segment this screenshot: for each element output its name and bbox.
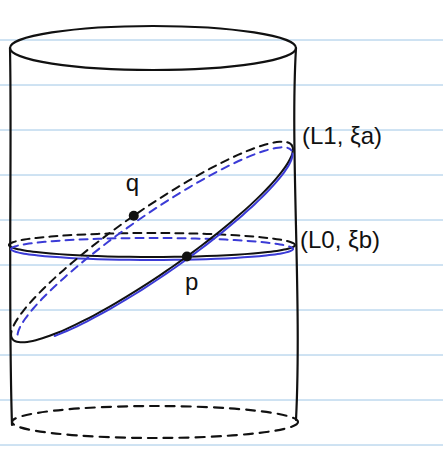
l1-front-blue: [55, 153, 293, 336]
ruled-lines: [0, 40, 443, 445]
l0-front-blue: [11, 249, 293, 260]
curve-label: (L0, ξb): [300, 228, 380, 252]
top-circle: [10, 26, 296, 70]
l1-back-blue: [18, 147, 292, 334]
bottom-circle: [12, 406, 298, 438]
point-dot: [129, 211, 139, 221]
l0-back-blue: [11, 238, 293, 249]
left-side: [10, 48, 12, 425]
curve-label: (L1, ξa): [302, 124, 382, 148]
point-label: p: [185, 270, 198, 294]
l1-front: [12, 145, 293, 342]
l1-back: [11, 142, 292, 339]
l0-front: [9, 245, 295, 257]
cylinder: [10, 26, 298, 438]
point-label: q: [126, 171, 139, 195]
point-dot: [182, 251, 192, 261]
right-side: [294, 48, 297, 420]
